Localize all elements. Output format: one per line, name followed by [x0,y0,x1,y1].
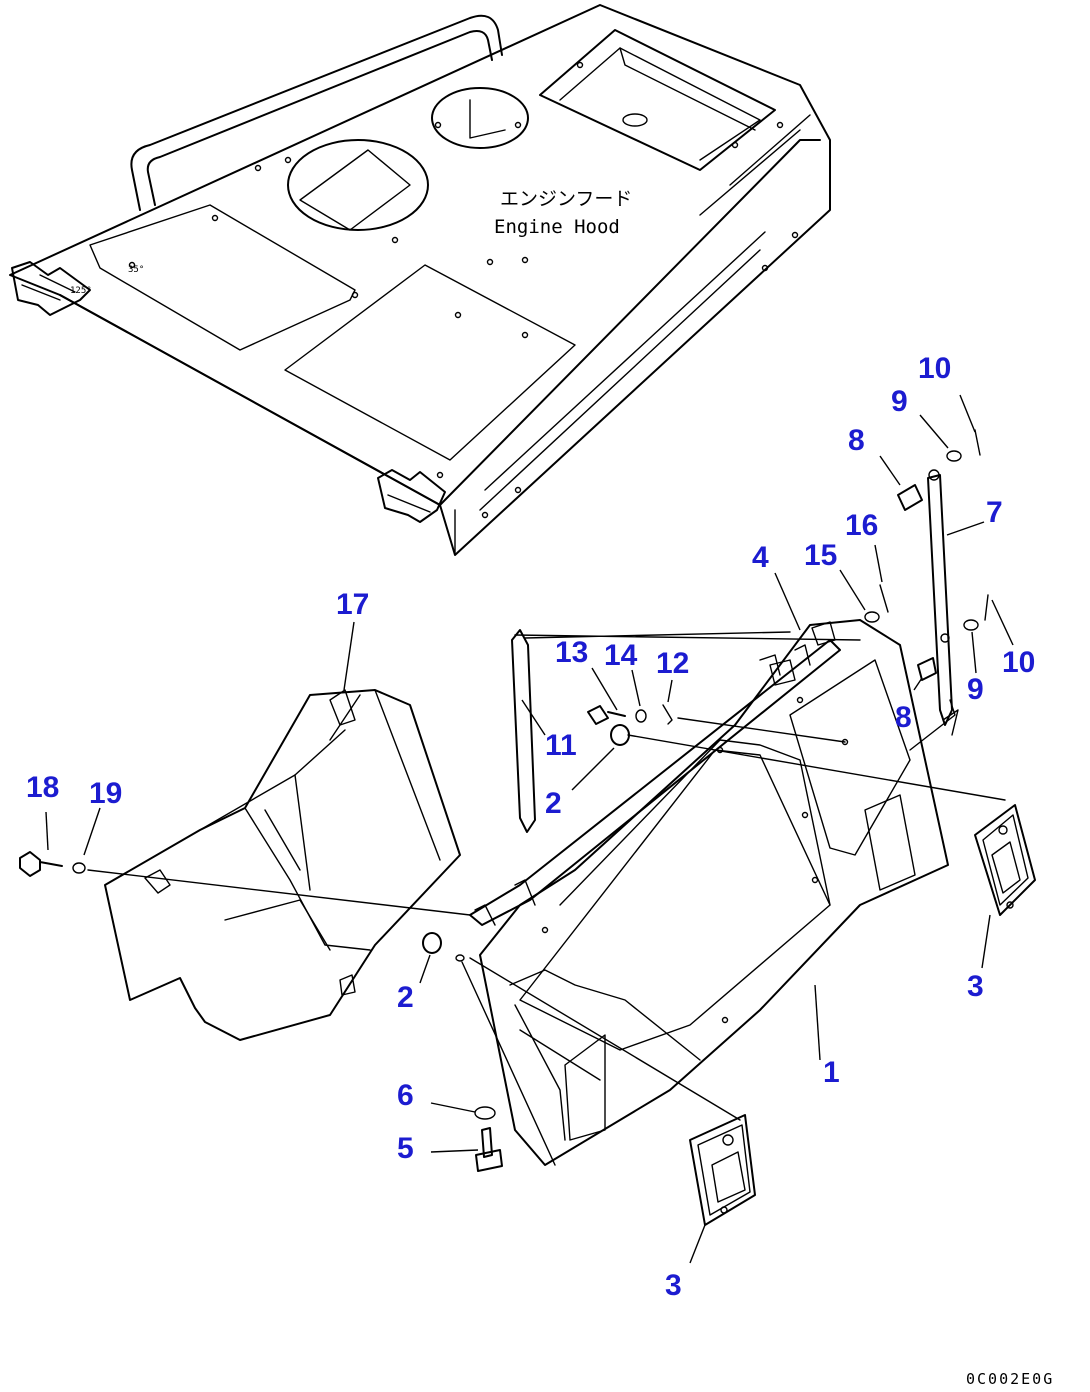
part-1-cover-panel [469,619,949,1166]
callout-3a: 3 [967,970,984,1003]
callout-11: 11 [545,729,577,762]
callout-9a: 9 [891,385,908,418]
part-17-side-cover [104,689,461,1041]
callout-10b: 10 [1002,646,1035,679]
callout-8a: 8 [848,424,865,457]
callout-16: 16 [845,509,878,542]
drawing-number: 0C002E0G [966,1370,1054,1388]
callout-5: 5 [397,1132,414,1165]
engine-hood: エンジンフード Engine Hood 125° 35° [9,4,831,556]
callout-2a: 2 [545,787,562,820]
callout-4: 4 [752,541,769,574]
leader-lines [45,394,1014,1264]
callout-6: 6 [397,1079,414,1112]
callout-13: 13 [555,636,588,669]
part-3-latch-right [974,804,1036,916]
hood-label-english: Engine Hood [494,216,620,238]
callout-14: 14 [604,639,638,672]
callout-labels: 1 2 2 3 3 4 5 6 7 8 8 9 9 10 10 11 12 13… [26,352,1035,1302]
part-11-rod [511,629,861,833]
hood-label-japanese: エンジンフード [500,188,632,210]
part-7-gas-spring [927,469,959,736]
callout-9b: 9 [967,673,984,706]
callout-17: 17 [336,588,369,621]
callout-10a: 10 [918,352,951,385]
part-3-latch-left [689,1114,756,1226]
angle-mark-panel: 35° [128,265,144,275]
callout-1: 1 [823,1056,840,1089]
callout-19: 19 [89,777,122,810]
small-hardware [19,429,989,1172]
callout-8b: 8 [895,701,912,734]
callout-3b: 3 [665,1269,682,1302]
angle-mark-left: 125° [70,286,92,296]
callout-18: 18 [26,771,59,804]
assembly-center-lines [87,699,1006,1166]
callout-15: 15 [804,539,837,572]
callout-12: 12 [656,647,689,680]
callout-2b: 2 [397,981,414,1014]
callout-7: 7 [986,496,1003,529]
